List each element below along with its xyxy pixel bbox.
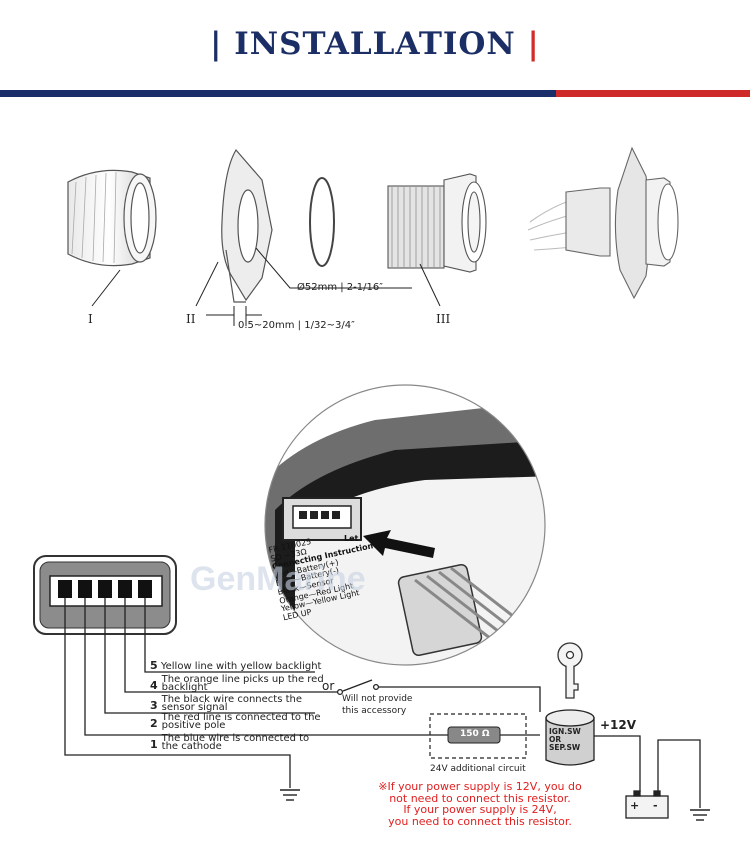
or-label: or bbox=[322, 679, 335, 693]
note-line-3: you need to connect this resistor. bbox=[388, 814, 572, 828]
wire-4-label: 4 The orange line picks up the red backl… bbox=[150, 674, 324, 693]
ground-symbol-left bbox=[280, 789, 300, 801]
watermark: GenMarine bbox=[190, 560, 366, 598]
wiring-diagram bbox=[33, 555, 710, 821]
no-accessory-note-2: this accessory bbox=[342, 706, 407, 716]
battery-plus: + bbox=[630, 799, 640, 812]
dimension-lines bbox=[91, 247, 441, 326]
wire-1-num: 1 bbox=[150, 738, 158, 751]
part-label-i: I bbox=[88, 312, 93, 326]
wire-3-num: 3 bbox=[150, 699, 158, 712]
page-title: | INSTALLATION | bbox=[0, 26, 750, 62]
part-iii-sleeve bbox=[387, 173, 487, 273]
voltage-label: +12V bbox=[600, 718, 637, 732]
wire-2-label: 2 The red line is connected to the posit… bbox=[150, 712, 321, 731]
wire-3-text-2: sensor signal bbox=[161, 702, 228, 713]
thickness-dimension: 0.5~20mm | 1/32~3/4″ bbox=[238, 320, 355, 331]
part-i-bezel bbox=[67, 169, 157, 267]
part-label-ii: II bbox=[186, 312, 196, 326]
note-line-2: If your power supply is 24V, bbox=[403, 803, 557, 816]
plug-housing bbox=[33, 555, 177, 635]
wire-1-text-2: the cathode bbox=[161, 741, 222, 752]
resistor-caption: 24V additional circuit bbox=[430, 764, 526, 774]
wire-5-label: 5 Yellow line with yellow backlight bbox=[150, 660, 321, 672]
wire-1-text-1: The blue wire is connected to bbox=[161, 733, 310, 744]
wire-5-text: Yellow line with yellow backlight bbox=[160, 661, 322, 672]
battery-icon bbox=[625, 790, 669, 819]
ground-symbol-right bbox=[690, 809, 710, 821]
switch-label-line-0: IGN.SW bbox=[549, 727, 581, 736]
installation-drawing bbox=[67, 146, 679, 326]
wire-4-text-2: backlight bbox=[161, 682, 208, 693]
part-ii-flange bbox=[221, 148, 273, 303]
header-rule-blue bbox=[0, 90, 556, 97]
resistor-value: 150 Ω bbox=[460, 729, 490, 739]
assembled-view bbox=[527, 146, 679, 300]
power-supply-note: ※If your power supply is 12V, you do not… bbox=[370, 781, 590, 827]
no-accessory-note-1: Will not provide bbox=[342, 694, 413, 704]
note-line-1: not need to connect this resistor. bbox=[389, 791, 571, 805]
title-bar-right: | bbox=[527, 26, 540, 62]
diameter-dimension: Ø52mm | 2-1/16″ bbox=[297, 282, 383, 293]
note-line-0: ※If your power supply is 12V, you do bbox=[378, 780, 582, 793]
accessory-switch bbox=[315, 679, 541, 712]
wire-3-text-1: The black wire connects the bbox=[161, 694, 302, 705]
wire-1-label: 1 The blue wire is connected to the cath… bbox=[150, 733, 310, 752]
part-label-iii: III bbox=[436, 312, 451, 326]
wire-2-text-1: The red line is connected to the bbox=[161, 712, 321, 723]
resistor-circuit bbox=[429, 713, 527, 759]
title-bar-left: | bbox=[210, 26, 223, 62]
header-rule-red bbox=[556, 90, 750, 97]
wires bbox=[64, 598, 540, 788]
wire-4-num: 4 bbox=[150, 679, 158, 692]
switch-label-line-2: SEP.SW bbox=[549, 743, 581, 752]
wire-2-text-2: positive pole bbox=[161, 720, 226, 731]
wire-2-num: 2 bbox=[150, 717, 158, 730]
ignition-switch bbox=[545, 709, 595, 766]
switch-label-line-1: OR bbox=[549, 735, 562, 744]
switch-label: IGN.SW OR SEP.SW bbox=[549, 728, 581, 752]
title-text: INSTALLATION bbox=[234, 26, 516, 62]
connector-closeup bbox=[264, 384, 546, 666]
wire-3-label: 3 The black wire connects the sensor sig… bbox=[150, 694, 302, 713]
connector-side-label: Let bbox=[344, 534, 359, 543]
ignition-key-icon bbox=[557, 642, 583, 699]
wire-4-text-1: The orange line picks up the red bbox=[161, 674, 324, 685]
header: | INSTALLATION | bbox=[0, 0, 750, 100]
power-lines bbox=[594, 735, 701, 808]
o-ring bbox=[309, 177, 335, 267]
battery-minus: - bbox=[653, 799, 658, 812]
wire-5-num: 5 bbox=[150, 659, 158, 672]
